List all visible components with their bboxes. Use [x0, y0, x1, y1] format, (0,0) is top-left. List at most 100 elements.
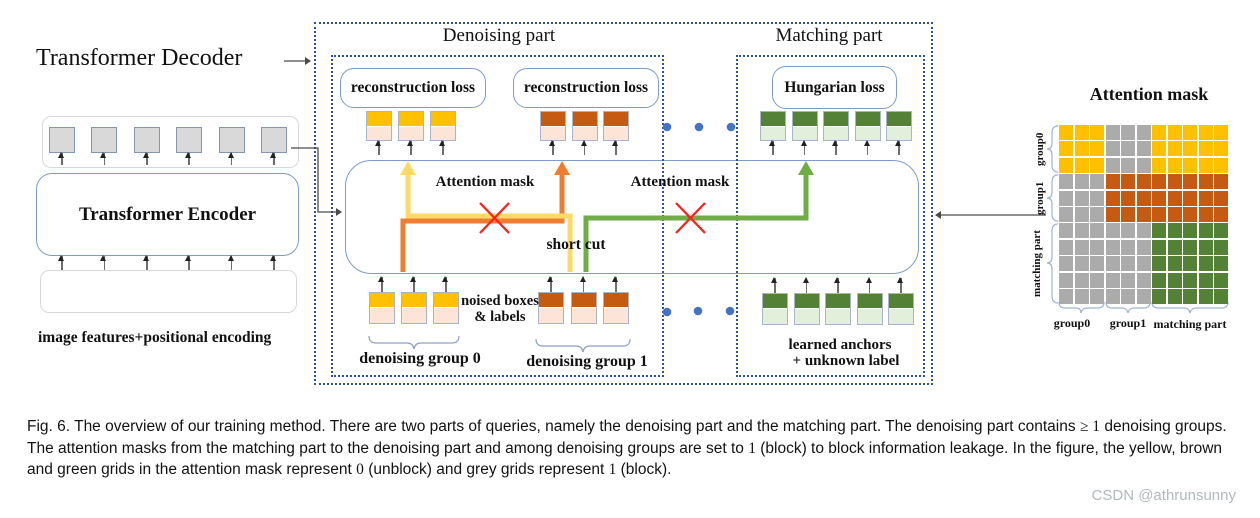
query-box-bottom [572, 126, 597, 140]
up-arrow-icon [895, 140, 901, 155]
mask-cell [1152, 174, 1166, 190]
hungarian-loss-label: Hungarian loss [784, 78, 885, 96]
up-arrow-icon [580, 276, 585, 292]
caption-text: (block) to block information leakage. In… [27, 439, 1223, 479]
query-box [571, 111, 598, 141]
mask-cell [1105, 256, 1120, 272]
up-arrow-icon [834, 277, 840, 293]
mask-cell [1059, 141, 1073, 157]
mask-cell [1090, 256, 1104, 272]
mask-cell [1183, 190, 1197, 206]
query-box-top [92, 128, 117, 152]
denoising-group1-output-queries [540, 111, 629, 155]
caption-text: denoising groups. The attention masks fr… [27, 418, 1227, 457]
mask-cell [1214, 141, 1228, 157]
mask-cell [1059, 256, 1073, 272]
query-box [49, 127, 75, 153]
noised-boxes-label: noised boxes & labels [452, 293, 548, 325]
caption-text: Fig. 6. The overview of our training met… [27, 418, 1080, 435]
up-arrow-icon [143, 255, 149, 270]
up-arrow-icon [801, 140, 806, 155]
denoising-group0-input-queries [369, 276, 459, 324]
query-box-top [402, 293, 426, 307]
mask-col-label-matching: matching part [1153, 317, 1227, 331]
mask-cell [1183, 288, 1197, 304]
denoising-group0-label: denoising group 0 [359, 350, 481, 367]
query-box-top [134, 128, 159, 152]
mask-cell [1152, 190, 1166, 206]
mask-cell [1167, 256, 1182, 272]
caption-math-token: ≥ 1 [1079, 418, 1101, 435]
mask-cell [1121, 239, 1135, 255]
reconstruction-loss-box-1: reconstruction loss [340, 68, 486, 108]
mask-cell [1167, 190, 1182, 206]
mask-cell [1214, 239, 1228, 255]
caption-text: (block). [616, 461, 672, 478]
query-cell [133, 127, 160, 165]
figure-caption: Fig. 6. The overview of our training met… [27, 416, 1243, 481]
query-cell [571, 111, 598, 155]
image-features-label: image features+positional encoding [38, 329, 272, 346]
mask-cell [1214, 272, 1228, 288]
up-arrow-icon [771, 277, 777, 293]
query-box [888, 293, 914, 325]
mask-cell [1090, 206, 1104, 222]
query-box-top [857, 294, 882, 308]
mask-cell [1059, 239, 1073, 255]
mask-cell [1198, 190, 1213, 206]
mask-cell [1105, 174, 1120, 190]
query-cell [888, 277, 914, 325]
query-box-bottom [434, 307, 458, 323]
mask-cell [1152, 141, 1166, 157]
query-box [760, 111, 786, 141]
up-arrow-icon [549, 140, 555, 155]
up-arrow-icon [186, 255, 191, 270]
mask-col-label-group0: group0 [1053, 316, 1091, 330]
up-arrow-icon [186, 152, 191, 165]
mask-cell [1074, 174, 1089, 190]
mask-row-label-matching: matching part [1031, 230, 1043, 297]
mask-cell [1183, 157, 1197, 173]
up-arrow-icon [612, 140, 618, 155]
mask-cell [1198, 125, 1213, 140]
query-cell [369, 276, 395, 324]
mask-cell [1105, 288, 1120, 304]
mask-cell [1121, 223, 1135, 239]
query-box-bottom [367, 126, 391, 140]
query-box-top [367, 112, 391, 126]
up-arrow-icon [803, 277, 808, 293]
up-arrow-icon [143, 152, 149, 165]
mask-cell [1183, 272, 1197, 288]
short-cut-label: short cut [546, 236, 606, 253]
query-cell [366, 111, 392, 155]
mask-cell [1198, 174, 1213, 190]
mask-cell [1105, 125, 1120, 140]
mask-cell [1167, 272, 1182, 288]
query-box-bottom [402, 307, 426, 323]
attention-mask-label-1: Attention mask [435, 174, 535, 190]
encoder-output-frame [42, 116, 299, 168]
query-box [218, 127, 245, 153]
mask-cell [1090, 174, 1104, 190]
up-arrow-icon [439, 140, 445, 155]
mask-cell [1167, 288, 1182, 304]
up-arrow-icon [442, 276, 448, 292]
mask-cell [1105, 141, 1120, 157]
mask-cell [1090, 272, 1104, 288]
query-box [398, 111, 424, 141]
query-box-bottom [887, 126, 911, 140]
query-box-top [887, 112, 911, 126]
mask-cell [1214, 256, 1228, 272]
up-arrow-icon [270, 255, 276, 270]
up-arrow-icon [375, 140, 381, 155]
up-arrow-icon [228, 152, 233, 165]
query-box-top [261, 128, 286, 152]
mask-cell [1059, 223, 1073, 239]
mask-cell [1152, 256, 1166, 272]
mask-cell [1167, 206, 1182, 222]
mask-cell [1121, 141, 1135, 157]
mask-cell [1198, 157, 1213, 173]
query-box-bottom [571, 307, 596, 323]
up-arrow-icon [58, 152, 64, 165]
